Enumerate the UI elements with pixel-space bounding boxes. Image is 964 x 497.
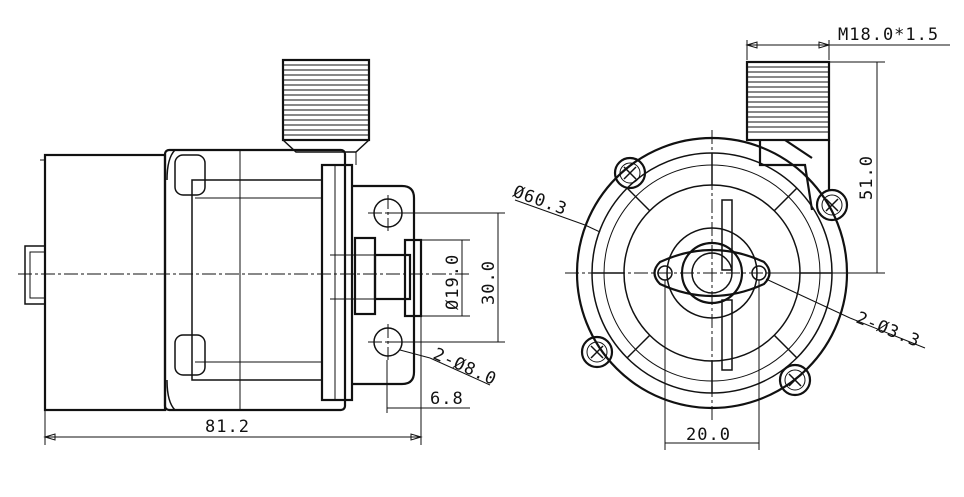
height-label: 51.0 [857, 155, 877, 200]
mount-hole-label: 2-Ø8.0 [430, 344, 500, 390]
overall-length-label: 81.2 [205, 417, 250, 437]
inlet-diameter-label: Ø19.0 [443, 254, 463, 310]
screw-bottom-right [778, 363, 812, 397]
side-view [18, 58, 505, 445]
small-hole-label: 2-Ø3.3 [853, 308, 923, 352]
outer-diameter-label: Ø60.3 [510, 182, 570, 220]
screw-top-left [613, 156, 647, 190]
flange-hole-spacing-label: 30.0 [479, 260, 499, 305]
thread-spec-label: M18.0*1.5 [838, 25, 939, 45]
screw-right [815, 188, 849, 222]
motor-body [43, 153, 167, 412]
front-view [514, 40, 950, 450]
hole-spacing-front-label: 20.0 [686, 425, 731, 445]
flange-offset-label: 6.8 [430, 389, 464, 409]
rear-boss [24, 245, 46, 305]
stator [191, 179, 323, 381]
outlet-thread [281, 58, 371, 165]
screw-bottom-left [580, 335, 614, 369]
outlet-thread-front [745, 60, 831, 211]
inlet-hub [666, 227, 758, 319]
mounting-flange [352, 184, 416, 386]
